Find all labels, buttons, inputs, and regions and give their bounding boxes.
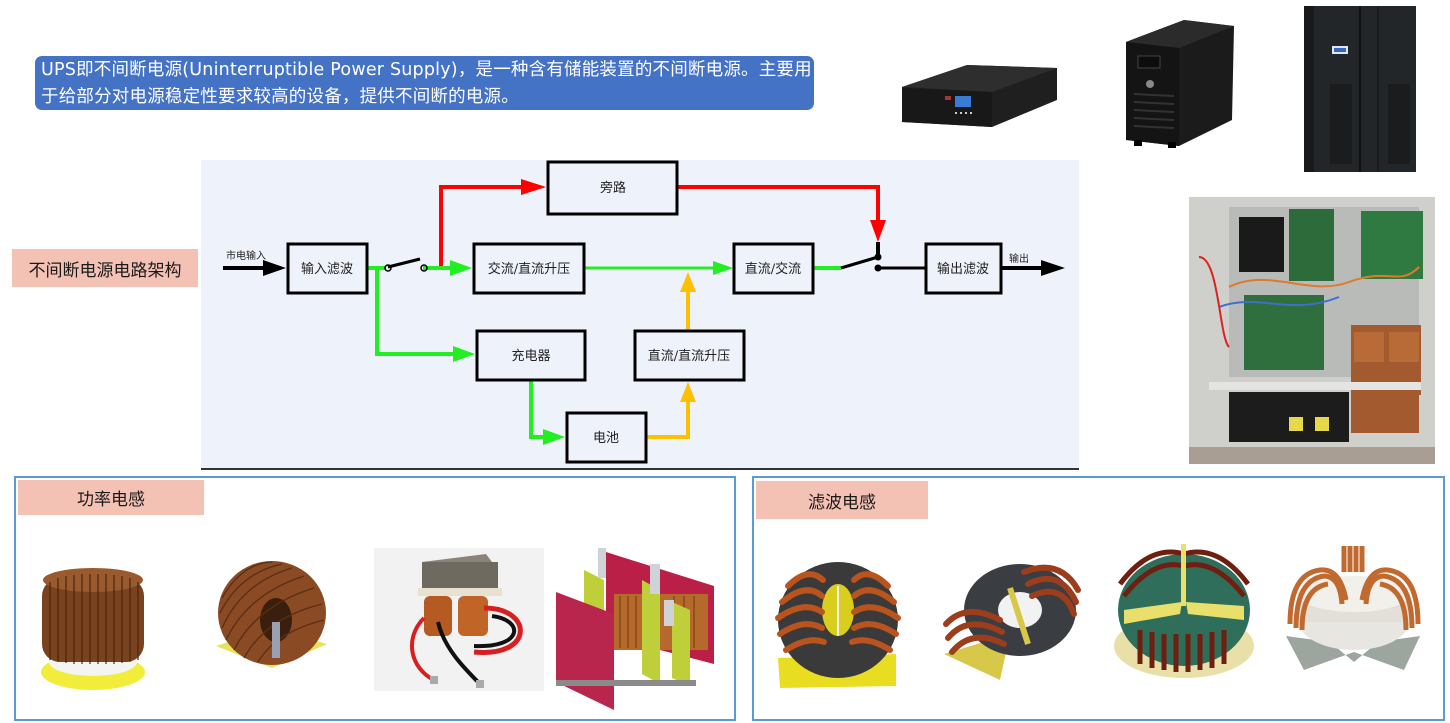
filter-inductor-label-text: 滤波电感 (808, 492, 876, 513)
arrow-head (680, 382, 696, 402)
power-inductor-image-2 (212, 558, 330, 678)
dc-ac-text: 直流/交流 (745, 261, 801, 277)
block-output-filter (924, 242, 1003, 295)
filter-inductor-image-3 (1110, 544, 1256, 680)
arrow-head (450, 260, 472, 276)
block-ac-dc (472, 242, 586, 295)
diagram-section-label-text: 不间断电源电路架构 (28, 260, 182, 281)
intro-callout: UPS即不间断电源(Uninterruptible Power Supply)，… (35, 56, 814, 110)
dc-dc-text: 直流/直流升压 (648, 349, 730, 364)
battery-text: 电池 (593, 431, 619, 446)
filter-inductor-image-4 (1280, 544, 1426, 676)
diagram-section-label: 不间断电源电路架构 (12, 249, 198, 287)
cabinet-ups-image (1304, 4, 1418, 174)
block-battery (565, 411, 648, 464)
filter-inductor-image-2 (940, 554, 1086, 686)
block-charger (475, 329, 587, 382)
tower-ups-image (1124, 14, 1236, 150)
power-inductor-image-1 (38, 564, 148, 694)
filter-inductor-panel: 滤波电感 (752, 476, 1445, 721)
arrow-head (680, 272, 696, 292)
arrow-head (713, 261, 733, 275)
rack-mount-ups-image (897, 60, 1059, 130)
output-transfer-switch (840, 255, 879, 270)
mains-input-label: 市电输入 (226, 249, 266, 262)
power-inductor-label-text: 功率电感 (77, 490, 145, 510)
ac-dc-text: 交流/直流升压 (488, 261, 570, 277)
arrow-head (870, 220, 886, 242)
mains-path (368, 260, 841, 445)
power-inductor-panel: 功率电感 (14, 476, 736, 721)
power-inductor-image-3 (374, 548, 544, 691)
bypass-text: 旁路 (600, 180, 626, 196)
arrow-head (521, 179, 546, 195)
input-filter-text: 输入滤波 (301, 261, 353, 277)
block-dc-ac (732, 242, 815, 295)
bypass-path (439, 179, 886, 268)
battery-path (646, 272, 696, 439)
arrow-head (453, 346, 475, 362)
arrow-head (543, 429, 565, 445)
ups-internal-image (1189, 197, 1435, 464)
filter-inductor-label: 滤波电感 (756, 481, 928, 519)
output-label: 输出 (1009, 252, 1029, 265)
ups-circuit-diagram: 市电输入 输出 输入滤波 旁路 交流/直流升压 直流/交流 输出滤波 充电器 直… (201, 160, 1079, 470)
intro-text: UPS即不间断电源(Uninterruptible Power Supply)，… (41, 60, 812, 107)
block-bypass (546, 160, 679, 216)
power-inductor-label: 功率电感 (18, 480, 204, 515)
block-dc-dc (633, 329, 746, 382)
block-input-filter (286, 242, 369, 295)
charger-text: 充电器 (511, 348, 550, 364)
input-switch (387, 257, 421, 269)
output-filter-text: 输出滤波 (937, 261, 989, 277)
signal-lines (223, 242, 1065, 276)
filter-inductor-image-1 (768, 546, 908, 688)
power-inductor-image-4 (554, 544, 722, 716)
